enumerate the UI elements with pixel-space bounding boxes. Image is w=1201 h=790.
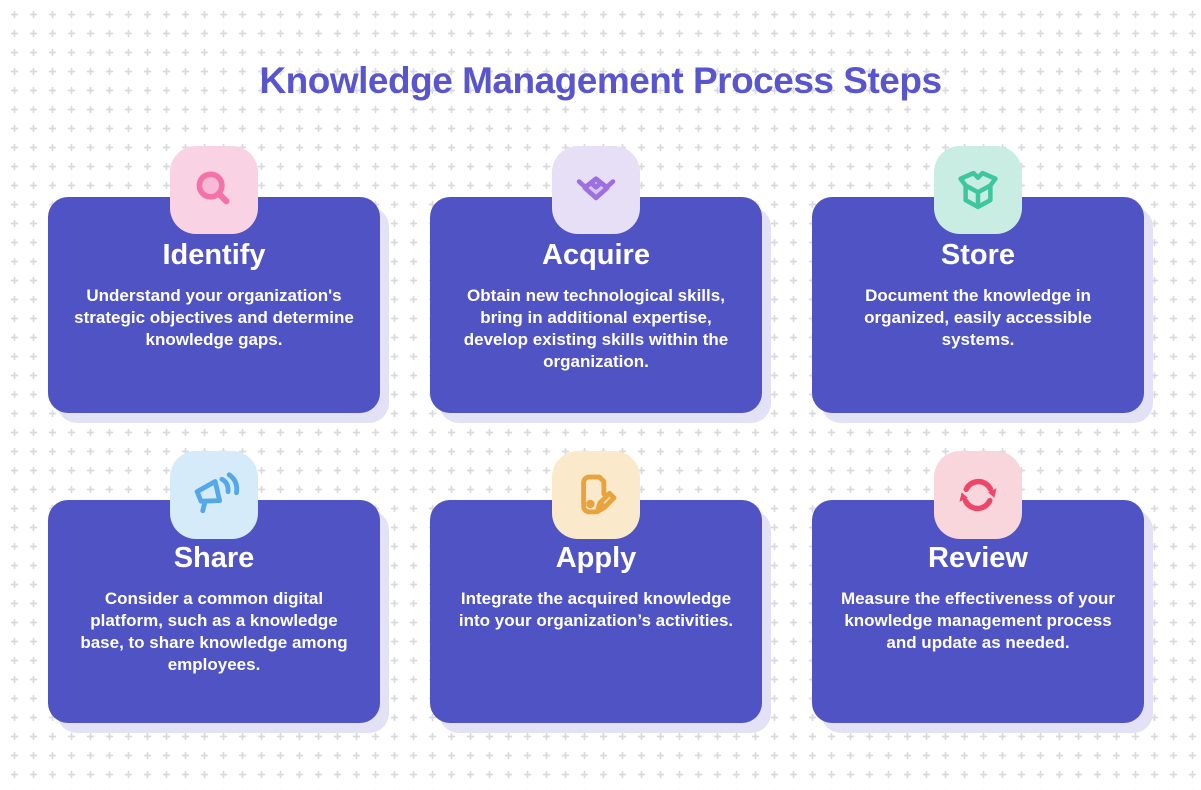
step-heading: Apply bbox=[555, 542, 637, 574]
step-icon-box bbox=[552, 146, 640, 234]
page-title: Knowledge Management Process Steps bbox=[259, 60, 942, 101]
step-description: Consider a common digital platform, such… bbox=[80, 589, 348, 675]
step-heading: Store bbox=[940, 239, 1016, 271]
step-icon-box bbox=[934, 451, 1022, 539]
step-icon-box bbox=[170, 146, 258, 234]
step-description: Obtain new technological skills, bring i… bbox=[463, 286, 729, 372]
process-step-card-identify: Identify Understand your organization's … bbox=[48, 146, 380, 413]
megaphone-icon bbox=[187, 468, 241, 522]
step-description: Measure the effectiveness of your knowle… bbox=[841, 589, 1115, 653]
process-step-card-review: Review Measure the effectiveness of your… bbox=[812, 451, 1144, 723]
step-description: Understand your organization's strategic… bbox=[74, 286, 354, 350]
step-heading: Share bbox=[173, 542, 255, 574]
open-box-icon bbox=[951, 163, 1005, 217]
step-icon-box bbox=[934, 146, 1022, 234]
refresh-icon bbox=[951, 468, 1005, 522]
step-card-body: Share Consider a common digital platform… bbox=[48, 500, 380, 723]
step-heading: Review bbox=[928, 542, 1028, 574]
process-step-card-share: Share Consider a common digital platform… bbox=[48, 451, 380, 723]
magnifier-icon bbox=[187, 163, 241, 217]
step-description: Document the knowledge in organized, eas… bbox=[864, 286, 1092, 350]
step-heading: Acquire bbox=[542, 239, 650, 271]
document-pencil-icon bbox=[569, 468, 623, 522]
step-heading: Identify bbox=[162, 239, 266, 271]
step-card-body: Identify Understand your organization's … bbox=[48, 197, 380, 413]
process-step-card-store: Store Document the knowledge in organize… bbox=[812, 146, 1144, 413]
step-icon-box bbox=[170, 451, 258, 539]
handshake-icon bbox=[569, 163, 623, 217]
process-step-card-apply: Apply Integrate the acquired knowledge i… bbox=[430, 451, 762, 723]
step-icon-box bbox=[552, 451, 640, 539]
process-step-card-acquire: Acquire Obtain new technological skills,… bbox=[430, 146, 762, 413]
step-description: Integrate the acquired knowledge into yo… bbox=[458, 589, 734, 631]
